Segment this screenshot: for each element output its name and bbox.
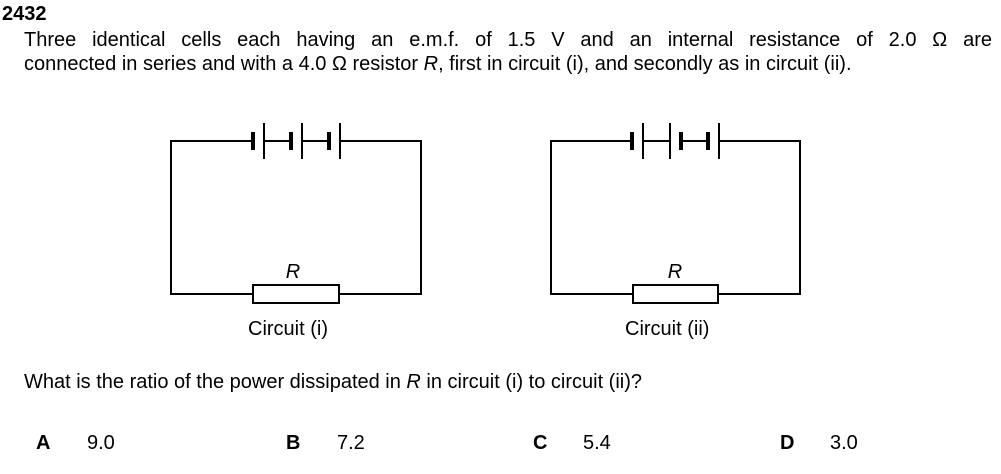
cell-icon bbox=[327, 123, 341, 159]
cell-icon bbox=[630, 123, 644, 159]
option-a-value[interactable]: 9.0 bbox=[87, 432, 115, 454]
option-d-value[interactable]: 3.0 bbox=[830, 432, 858, 454]
circuit-ii-resistor-label: R bbox=[668, 261, 682, 283]
question-number: 2432 bbox=[2, 3, 47, 25]
option-b-value[interactable]: 7.2 bbox=[337, 432, 365, 454]
cell-icon bbox=[706, 123, 720, 159]
cell-short-plate bbox=[630, 132, 634, 150]
stem-line-2: connected in series and with a 4.0 Ω res… bbox=[24, 53, 852, 75]
cell-short-plate bbox=[327, 132, 331, 150]
option-b-letter[interactable]: B bbox=[286, 432, 301, 454]
stem-line-1: Three identical cells each having an e.m… bbox=[24, 29, 992, 51]
circuit-i-resistor-label: R bbox=[286, 261, 300, 283]
question-prompt: What is the ratio of the power dissipate… bbox=[24, 371, 643, 393]
circuit-i-label: Circuit (i) bbox=[248, 318, 328, 340]
cell-icon bbox=[289, 123, 303, 159]
circuit-ii-diagram bbox=[550, 123, 801, 304]
cell-short-plate bbox=[251, 132, 255, 150]
option-c-value[interactable]: 5.4 bbox=[583, 432, 611, 454]
resistor-icon bbox=[252, 284, 340, 304]
option-c-letter[interactable]: C bbox=[533, 432, 548, 454]
variable-r: R bbox=[423, 53, 439, 75]
resistor-icon bbox=[632, 284, 719, 304]
question-stem: Three identical cells each having an e.m… bbox=[24, 28, 992, 76]
circuit-i-diagram bbox=[170, 123, 422, 304]
circuit-ii-label: Circuit (ii) bbox=[625, 318, 710, 340]
option-a-letter[interactable]: A bbox=[36, 432, 51, 454]
cell-short-plate bbox=[706, 132, 710, 150]
option-d-letter[interactable]: D bbox=[780, 432, 795, 454]
cell-icon bbox=[251, 123, 265, 159]
cell-short-plate bbox=[289, 132, 293, 150]
